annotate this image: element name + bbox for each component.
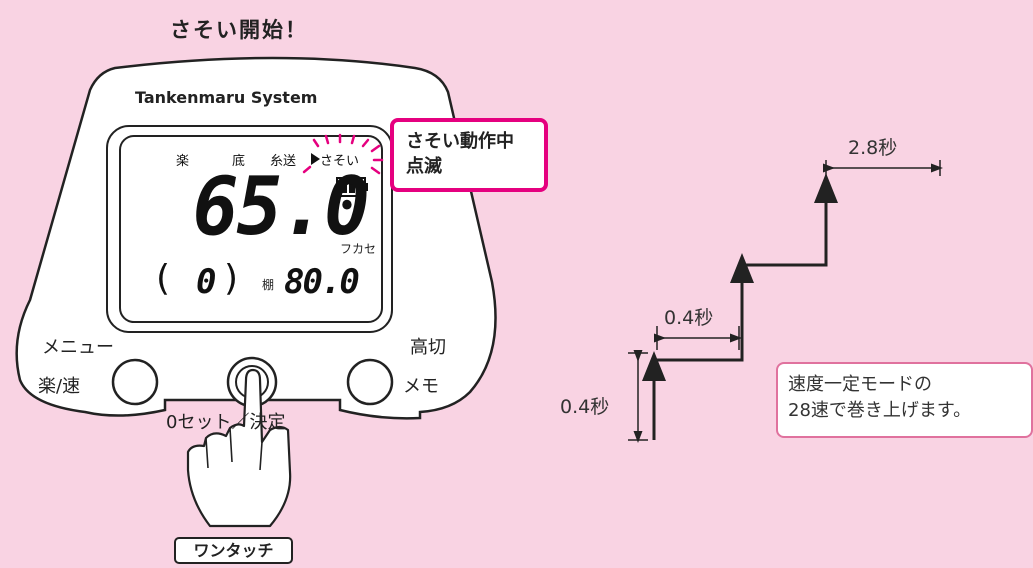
one-touch-tag: ワンタッチ (174, 537, 293, 564)
mode-pointer-icon (311, 153, 320, 165)
left-button (111, 358, 159, 406)
note-line1: 速度一定モードの (788, 374, 932, 395)
speed-note: 速度一定モードの 28速で巻き上げます。 (776, 362, 1033, 438)
mid-interval-label: 0.4秒 (664, 307, 714, 329)
takagiri-label: 高切 (410, 337, 446, 358)
zero-set-label: 0セット／決定 (166, 412, 286, 433)
device-brand: Tankenmaru System (135, 88, 318, 107)
raku-soku-label: 楽/速 (38, 376, 81, 397)
menu-label: メニュー (42, 337, 114, 358)
paren-value: 0 (196, 262, 217, 302)
lcd-label-soko: 底 (232, 154, 246, 169)
memo-label: メモ (403, 376, 439, 397)
shelf-label: 棚 (262, 278, 275, 292)
callout-line2: 点滅 (406, 156, 442, 177)
left-interval-label: 0.4秒 (560, 396, 610, 418)
battery-icon (336, 177, 368, 197)
shelf-reading: 80.0 (284, 262, 360, 302)
pressing-hand-icon (186, 368, 292, 528)
paren-open: ( (156, 258, 171, 299)
lcd-label-raku: 楽 (176, 154, 190, 169)
lcd-label-itookuri: 糸送 (270, 154, 297, 169)
reel-counter-device (15, 56, 497, 528)
note-line2: 28速で巻き上げます。 (788, 400, 972, 421)
paren-close: ) (224, 258, 239, 299)
main-depth-reading: 65.0 (192, 160, 370, 253)
blink-rays-icon (302, 133, 384, 175)
main-unit-label: フカセ (340, 242, 377, 256)
sasoi-callout: さそい動作中 点滅 (390, 118, 548, 192)
lcd-active-mode: さそい (320, 154, 360, 169)
page-title: さそい開始！ (170, 18, 308, 42)
top-interval-label: 2.8秒 (848, 137, 898, 159)
lcd-screen (119, 135, 383, 323)
callout-line1: さそい動作中 (406, 131, 514, 152)
right-button (346, 358, 394, 406)
